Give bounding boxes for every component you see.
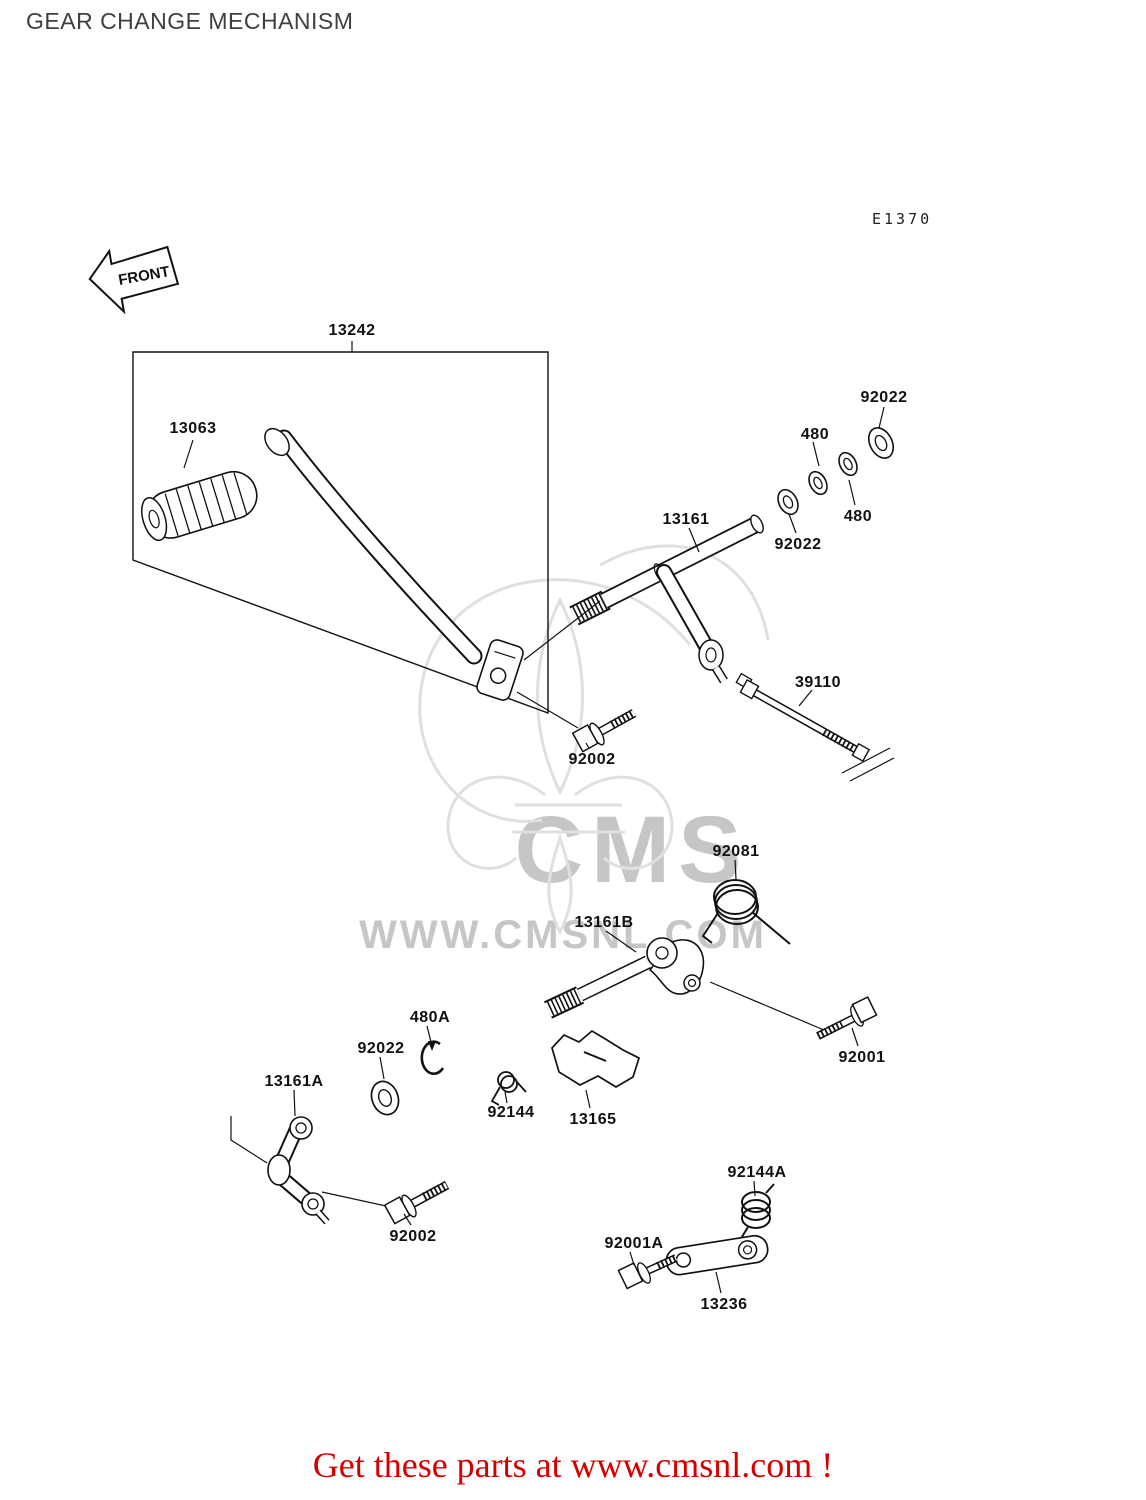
part-label-13165: 13165 [569,1111,617,1128]
part-label-92002-b: 92002 [389,1228,437,1245]
bolt-92001-drawing [816,996,878,1040]
footer-cmsnl-link[interactable]: Get these parts at www.cmsnl.com ! [312,1445,834,1485]
spring-92144-drawing [490,1071,527,1106]
diagram-code: E1370 [872,210,933,228]
bolt-92001a-drawing [617,1254,678,1290]
part-label-92144a: 92144A [727,1164,787,1181]
part-label-13236: 13236 [700,1296,748,1313]
part-label-92001a: 92001A [604,1235,664,1252]
part-label-480a: 480A [409,1009,451,1026]
link-13236-drawing [665,1234,769,1276]
part-label-92081: 92081 [712,843,760,860]
plate-13165-drawing [551,1029,641,1088]
front-arrow: FRONT [88,245,180,315]
washer-92022-lower-drawing [370,1080,400,1116]
pedal-assembly-box [132,351,549,715]
rod-39110-drawing [739,679,895,782]
bolt-92002-lower-drawing [383,1181,450,1225]
lever-13161a-drawing [267,1116,330,1225]
watermark-brand: CMS [514,797,750,903]
part-label-13161b: 13161B [574,914,634,931]
page-title: GEAR CHANGE MECHANISM [26,8,354,34]
part-label-92022-b: 92022 [774,536,822,553]
arrowhead-480a [428,1041,436,1051]
part-label-92001: 92001 [838,1049,886,1066]
shift-shaft-13161b-drawing [543,937,705,1019]
part-label-480-a: 480 [800,426,830,443]
spring-92081-drawing [701,879,791,945]
part-label-13063: 13063 [169,420,217,437]
part-label-13161a: 13161A [264,1073,324,1090]
watermark-flourish-art [418,544,770,936]
part-label-92002-a: 92002 [568,751,616,768]
part-label-480-b: 480 [843,508,873,525]
part-label-92022-c: 92022 [357,1040,405,1057]
bolt-92002-upper-drawing [571,709,637,753]
washer-stack-drawing [777,427,894,516]
part-label-13242: 13242 [328,322,376,339]
gear-pedal-drawing [141,427,524,701]
part-label-13161: 13161 [662,511,710,528]
shift-shaft-13161-drawing [569,514,764,690]
leader-lines [183,341,885,1294]
part-label-39110: 39110 [794,674,842,691]
part-label-92022-a: 92022 [860,389,908,406]
part-label-92144: 92144 [487,1104,535,1121]
